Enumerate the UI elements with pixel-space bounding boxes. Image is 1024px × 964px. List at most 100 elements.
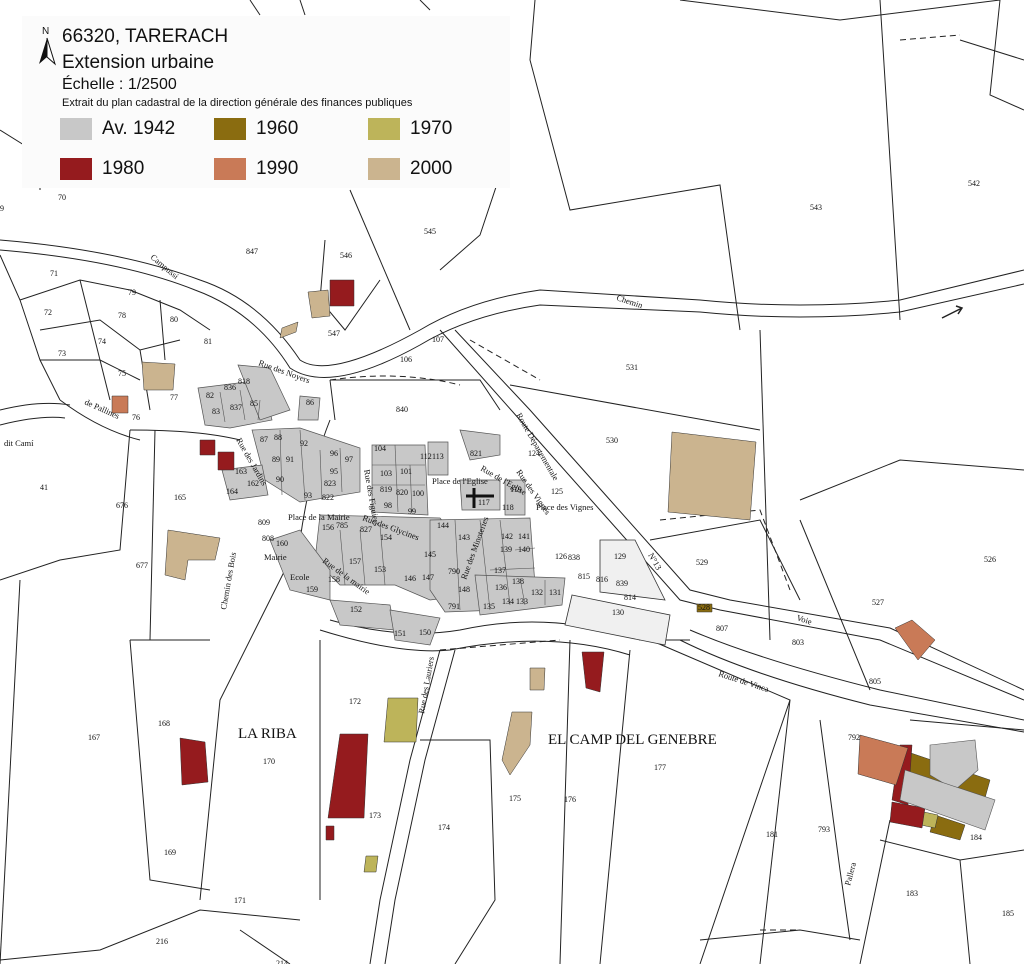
parcel-number: 142: [501, 532, 513, 541]
street-label-ecole: Ecole: [290, 572, 310, 582]
parcel-number: 547: [328, 329, 340, 338]
parcel-number: 148: [458, 585, 470, 594]
parcel-number: 157: [349, 557, 361, 566]
parcel-number: 104: [374, 444, 386, 453]
parcel-number: 816: [596, 575, 608, 584]
parcel-number: 75: [118, 369, 126, 378]
street-label-place-mairie: Place de la Mairie: [288, 512, 350, 522]
parcel-number: 146: [404, 574, 416, 583]
parcel-number: 792: [848, 733, 860, 742]
parcel-number: 545: [424, 227, 436, 236]
parcel-number: 81: [204, 337, 212, 346]
parcel-number: 546: [340, 251, 352, 260]
parcel-number: 542: [968, 179, 980, 188]
parcel-number: 822: [322, 493, 334, 502]
parcel-number: 83: [212, 407, 220, 416]
parcel-number: 818: [238, 377, 250, 386]
parcel-number: 150: [419, 628, 431, 637]
parcel-number: 526: [984, 555, 996, 564]
legend-item-2000: 2000: [368, 158, 452, 180]
parcel-number: 158: [328, 575, 340, 584]
parcel-number: 145: [424, 550, 436, 559]
parcel-number: 138: [512, 577, 524, 586]
parcel-number: 106: [400, 355, 412, 364]
street-label-place-eglise: Place de l'Eglise: [432, 476, 488, 486]
parcel-number: 140: [518, 545, 530, 554]
north-arrow-icon: N: [39, 26, 56, 66]
parcel-number: 168: [158, 719, 170, 728]
legend-label: 1980: [102, 158, 145, 179]
legend-swatch: [60, 118, 92, 140]
parcel-number: 809: [258, 518, 270, 527]
parcel-number: 100: [412, 489, 424, 498]
parcel-number: 72: [44, 308, 52, 317]
street-label-place-vignes: Place des Vignes: [536, 502, 593, 512]
street-label-voie: Voie: [795, 612, 813, 626]
legend-item-1980: 1980: [60, 158, 144, 180]
hatched-parcel: [564, 539, 671, 646]
parcel-number: 529: [696, 558, 708, 567]
parcel-number: 165: [174, 493, 186, 502]
street-label-lauriers: Rue des Lauriers: [416, 656, 436, 714]
street-label-campussi: Campussi: [149, 252, 182, 282]
parcel-number: 169: [164, 848, 176, 857]
parcel-number: 136: [495, 583, 507, 592]
parcel-number: 528: [698, 603, 710, 612]
buildings-1990: [111, 395, 936, 786]
parcel-number: 823: [324, 479, 336, 488]
buildings-1980: [179, 279, 926, 841]
parcel-number: 839: [616, 579, 628, 588]
street-label-chemin: Chemin: [615, 292, 644, 310]
street-label-chemin-bois: Chemin des Bois: [218, 551, 238, 610]
legend-swatch: [368, 118, 400, 140]
parcel-number: 93: [304, 491, 312, 500]
buildings-2000: [141, 289, 757, 776]
parcel-number: 803: [792, 638, 804, 647]
parcel-number: 70: [58, 193, 66, 202]
parcel-number: 86: [306, 398, 314, 407]
parcel-number: 676: [116, 501, 128, 510]
parcel-number: 144: [437, 521, 449, 530]
parcel-number: 85: [250, 399, 258, 408]
parcel-number: 99: [408, 507, 416, 516]
parcel-number: 531: [626, 363, 638, 372]
parcel-number: 183: [906, 889, 918, 898]
parcel-number: 181: [766, 830, 778, 839]
legend-label: 1960: [256, 118, 299, 139]
parcel-number: 80: [170, 315, 178, 324]
parcel-number: 790: [448, 567, 460, 576]
parcel-number: 172: [349, 697, 361, 706]
legend-item-av1942: Av. 1942: [60, 118, 175, 140]
parcel-number: 74: [98, 337, 106, 346]
parcel-number: 677: [136, 561, 148, 570]
parcel-number: 808: [262, 534, 274, 543]
parcel-number: 847: [246, 247, 258, 256]
street-label-mairie-bldg: Mairie: [264, 552, 287, 562]
parcel-number: 162: [247, 479, 259, 488]
parcel-number: 82: [206, 391, 214, 400]
parcel-number: 175: [509, 794, 521, 803]
parcel-number: 88: [274, 433, 282, 442]
parcel-number: 151: [394, 629, 406, 638]
parcel-number: 89: [272, 455, 280, 464]
legend-subtitle: Extension urbaine: [62, 52, 215, 73]
parcel-number: 793: [818, 825, 830, 834]
parcel-number: 820: [396, 488, 408, 497]
legend-label: 1990: [256, 158, 299, 179]
parcel-number: 117: [478, 498, 490, 507]
parcel-number: 129: [614, 552, 626, 561]
parcel-number: 73: [58, 349, 66, 358]
legend-scale: Échelle : 1/2500: [62, 76, 177, 93]
parcel-number: 132: [531, 588, 543, 597]
north-label: N: [42, 26, 49, 37]
parcel-number: 107: [432, 335, 444, 344]
street-label-route-vinca: Route de Vinca: [717, 668, 770, 694]
legend-label: 1970: [410, 118, 453, 139]
parcel-number: 785: [336, 521, 348, 530]
parcel-number: 214: [276, 959, 288, 964]
parcel-number: 153: [374, 565, 386, 574]
parcel-number: 791: [448, 602, 460, 611]
legend-swatch: [368, 158, 400, 180]
